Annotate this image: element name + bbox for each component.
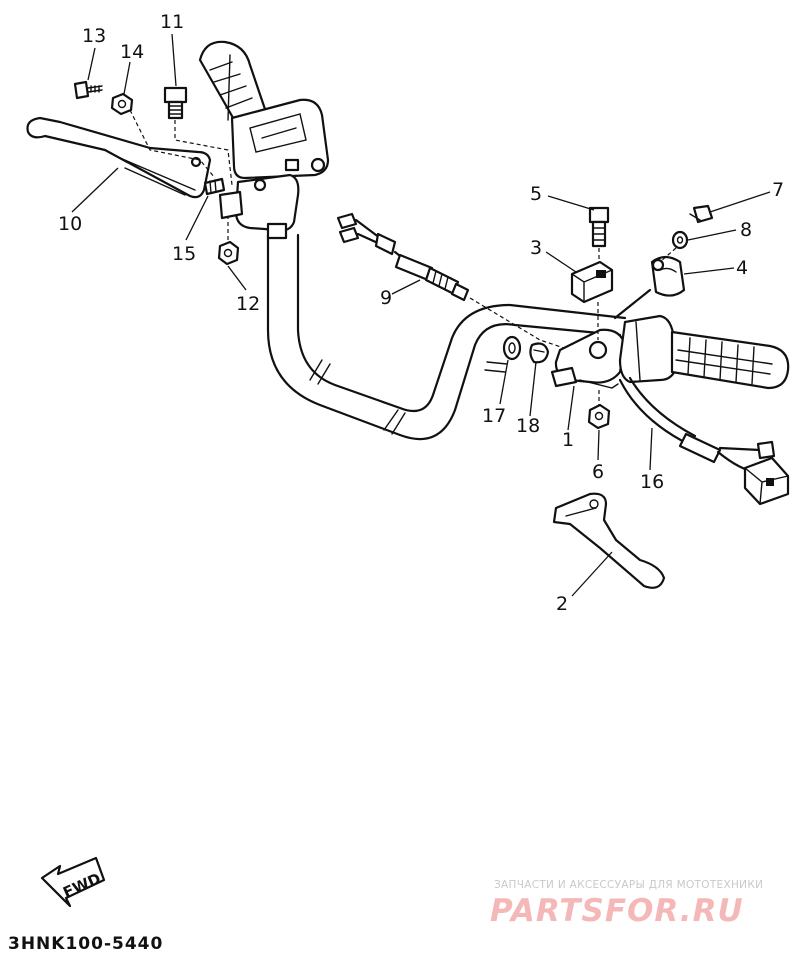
callout-13: 13 [82, 25, 106, 47]
leader-lines [71, 33, 771, 597]
callout-2: 2 [556, 593, 568, 615]
callout-3: 3 [530, 237, 542, 259]
callout-18: 18 [516, 415, 540, 437]
left-lever [26, 116, 212, 199]
callout-7: 7 [772, 179, 784, 201]
left-grip [198, 40, 270, 132]
callout-11: 11 [160, 11, 184, 33]
callout-labels: 13 14 11 10 15 12 9 5 3 7 8 4 17 18 1 6 … [58, 11, 784, 615]
callout-8: 8 [740, 219, 752, 241]
part-2-right-lever [552, 492, 666, 589]
callout-5: 5 [530, 183, 542, 205]
callout-12: 12 [236, 293, 260, 315]
part-9-cable [336, 212, 470, 302]
part-13-bolt [73, 80, 103, 100]
part-12-nut [217, 240, 240, 266]
part-18-clip [529, 342, 550, 364]
part-4-clamp [650, 255, 686, 297]
part-8-washer [671, 230, 689, 250]
callout-10: 10 [58, 213, 82, 235]
callout-4: 4 [736, 257, 748, 279]
right-grip [618, 314, 790, 390]
part-5-bolt [588, 206, 610, 248]
part-3-switch [570, 260, 614, 304]
left-lever-holder [218, 173, 300, 240]
watermark-logo: PARTSFOR.RU [490, 893, 744, 929]
handlebar-tube [266, 233, 627, 441]
callout-16: 16 [640, 471, 664, 493]
diagram-code: 3HNK100-5440 [8, 934, 164, 954]
callout-14: 14 [120, 41, 144, 63]
part-14-nut [110, 92, 134, 116]
callout-17: 17 [482, 405, 506, 427]
left-switch-housing [230, 98, 330, 180]
watermark-tagline: ЗАПЧАСТИ И АКСЕССУАРЫ ДЛЯ МОТОТЕХНИКИ [494, 879, 764, 891]
part-6-nut [587, 403, 611, 430]
callout-6: 6 [592, 461, 604, 483]
part-16-cable [618, 376, 790, 506]
callout-9: 9 [380, 287, 392, 309]
part-15-pin [203, 177, 226, 196]
callout-15: 15 [172, 243, 196, 265]
part-7-screw [689, 204, 714, 224]
fwd-arrow: FWD [40, 856, 106, 908]
part-1-throttle-housing [550, 328, 627, 389]
part-11-bolt [163, 86, 188, 120]
part-17-washer [502, 335, 522, 361]
callout-1: 1 [562, 429, 574, 451]
